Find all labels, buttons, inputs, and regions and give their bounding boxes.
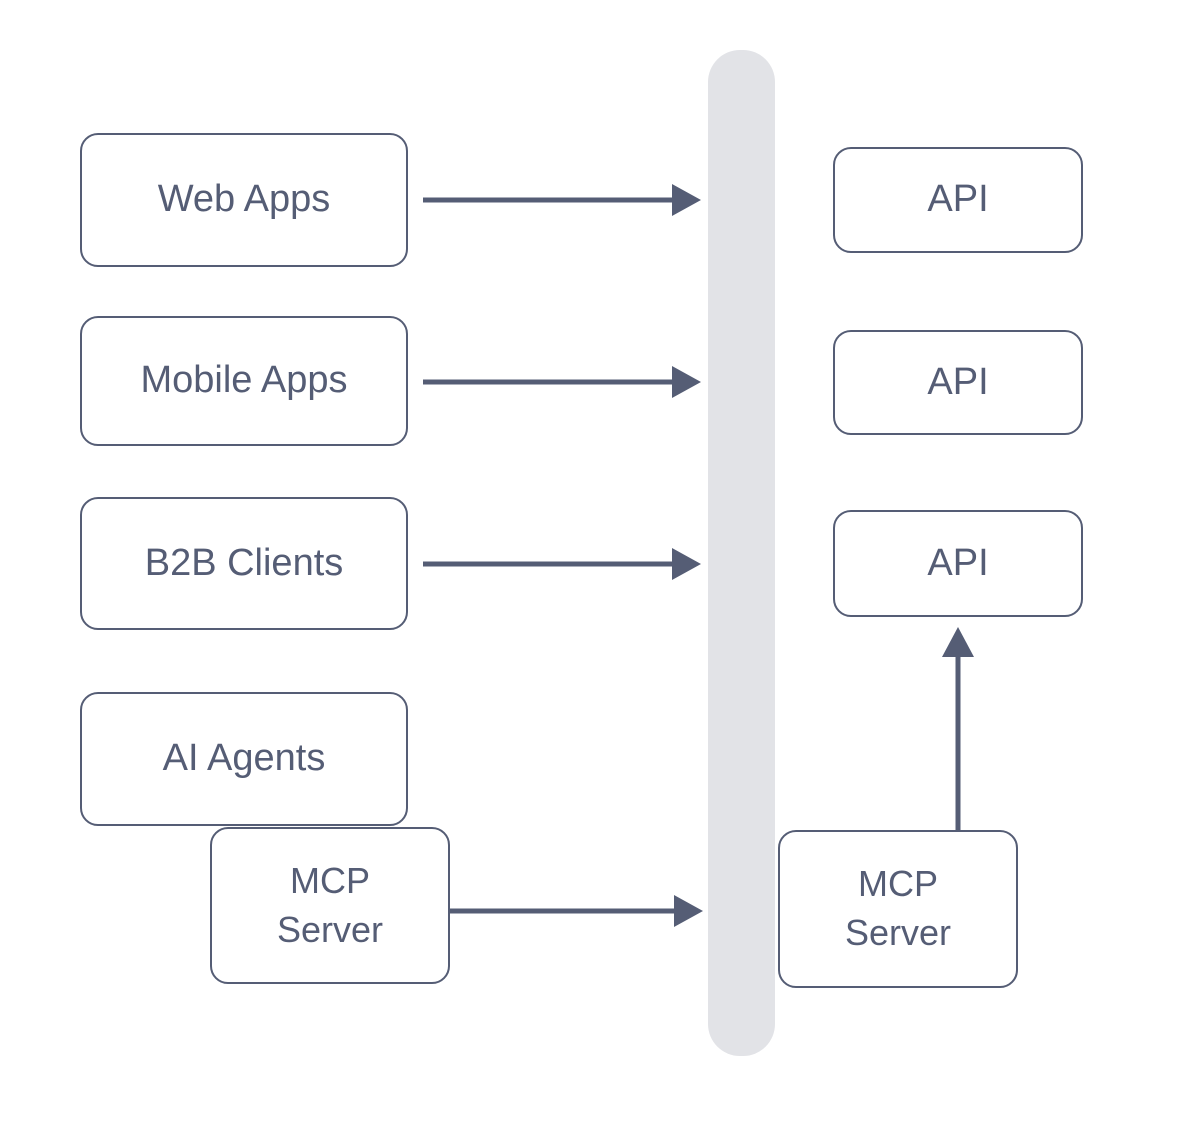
node-api-2-label: API: [927, 360, 989, 403]
arrow-mcp-server-to-api: [942, 627, 974, 830]
node-mcp-server-left-label: MCP Server: [276, 859, 384, 950]
node-api-3-label: API: [927, 541, 989, 584]
node-web-apps: Web Apps: [80, 133, 408, 267]
node-ai-agents: AI Agents: [80, 692, 408, 826]
node-api-1-label: API: [927, 178, 989, 221]
node-mobile-apps: Mobile Apps: [80, 316, 408, 446]
node-mcp-server-right: MCP Server: [778, 830, 1018, 988]
arrow-web-apps-to-gateway: [423, 184, 701, 216]
node-mobile-apps-label: Mobile Apps: [140, 359, 348, 402]
arrow-mcp-server-to-gateway: [450, 895, 703, 927]
node-api-2: API: [833, 330, 1083, 435]
node-b2b-clients: B2B Clients: [80, 497, 408, 630]
node-mcp-server-left: MCP Server: [210, 827, 450, 984]
gateway-bar: [708, 50, 775, 1056]
node-b2b-clients-label: B2B Clients: [144, 541, 344, 584]
node-api-1: API: [833, 147, 1083, 253]
node-ai-agents-label: AI Agents: [162, 737, 326, 780]
arrow-mobile-apps-to-gateway: [423, 366, 701, 398]
node-web-apps-label: Web Apps: [157, 178, 331, 221]
node-mcp-server-right-label: MCP Server: [844, 863, 952, 953]
node-api-3: API: [833, 510, 1083, 617]
arrow-b2b-clients-to-gateway: [423, 548, 701, 580]
